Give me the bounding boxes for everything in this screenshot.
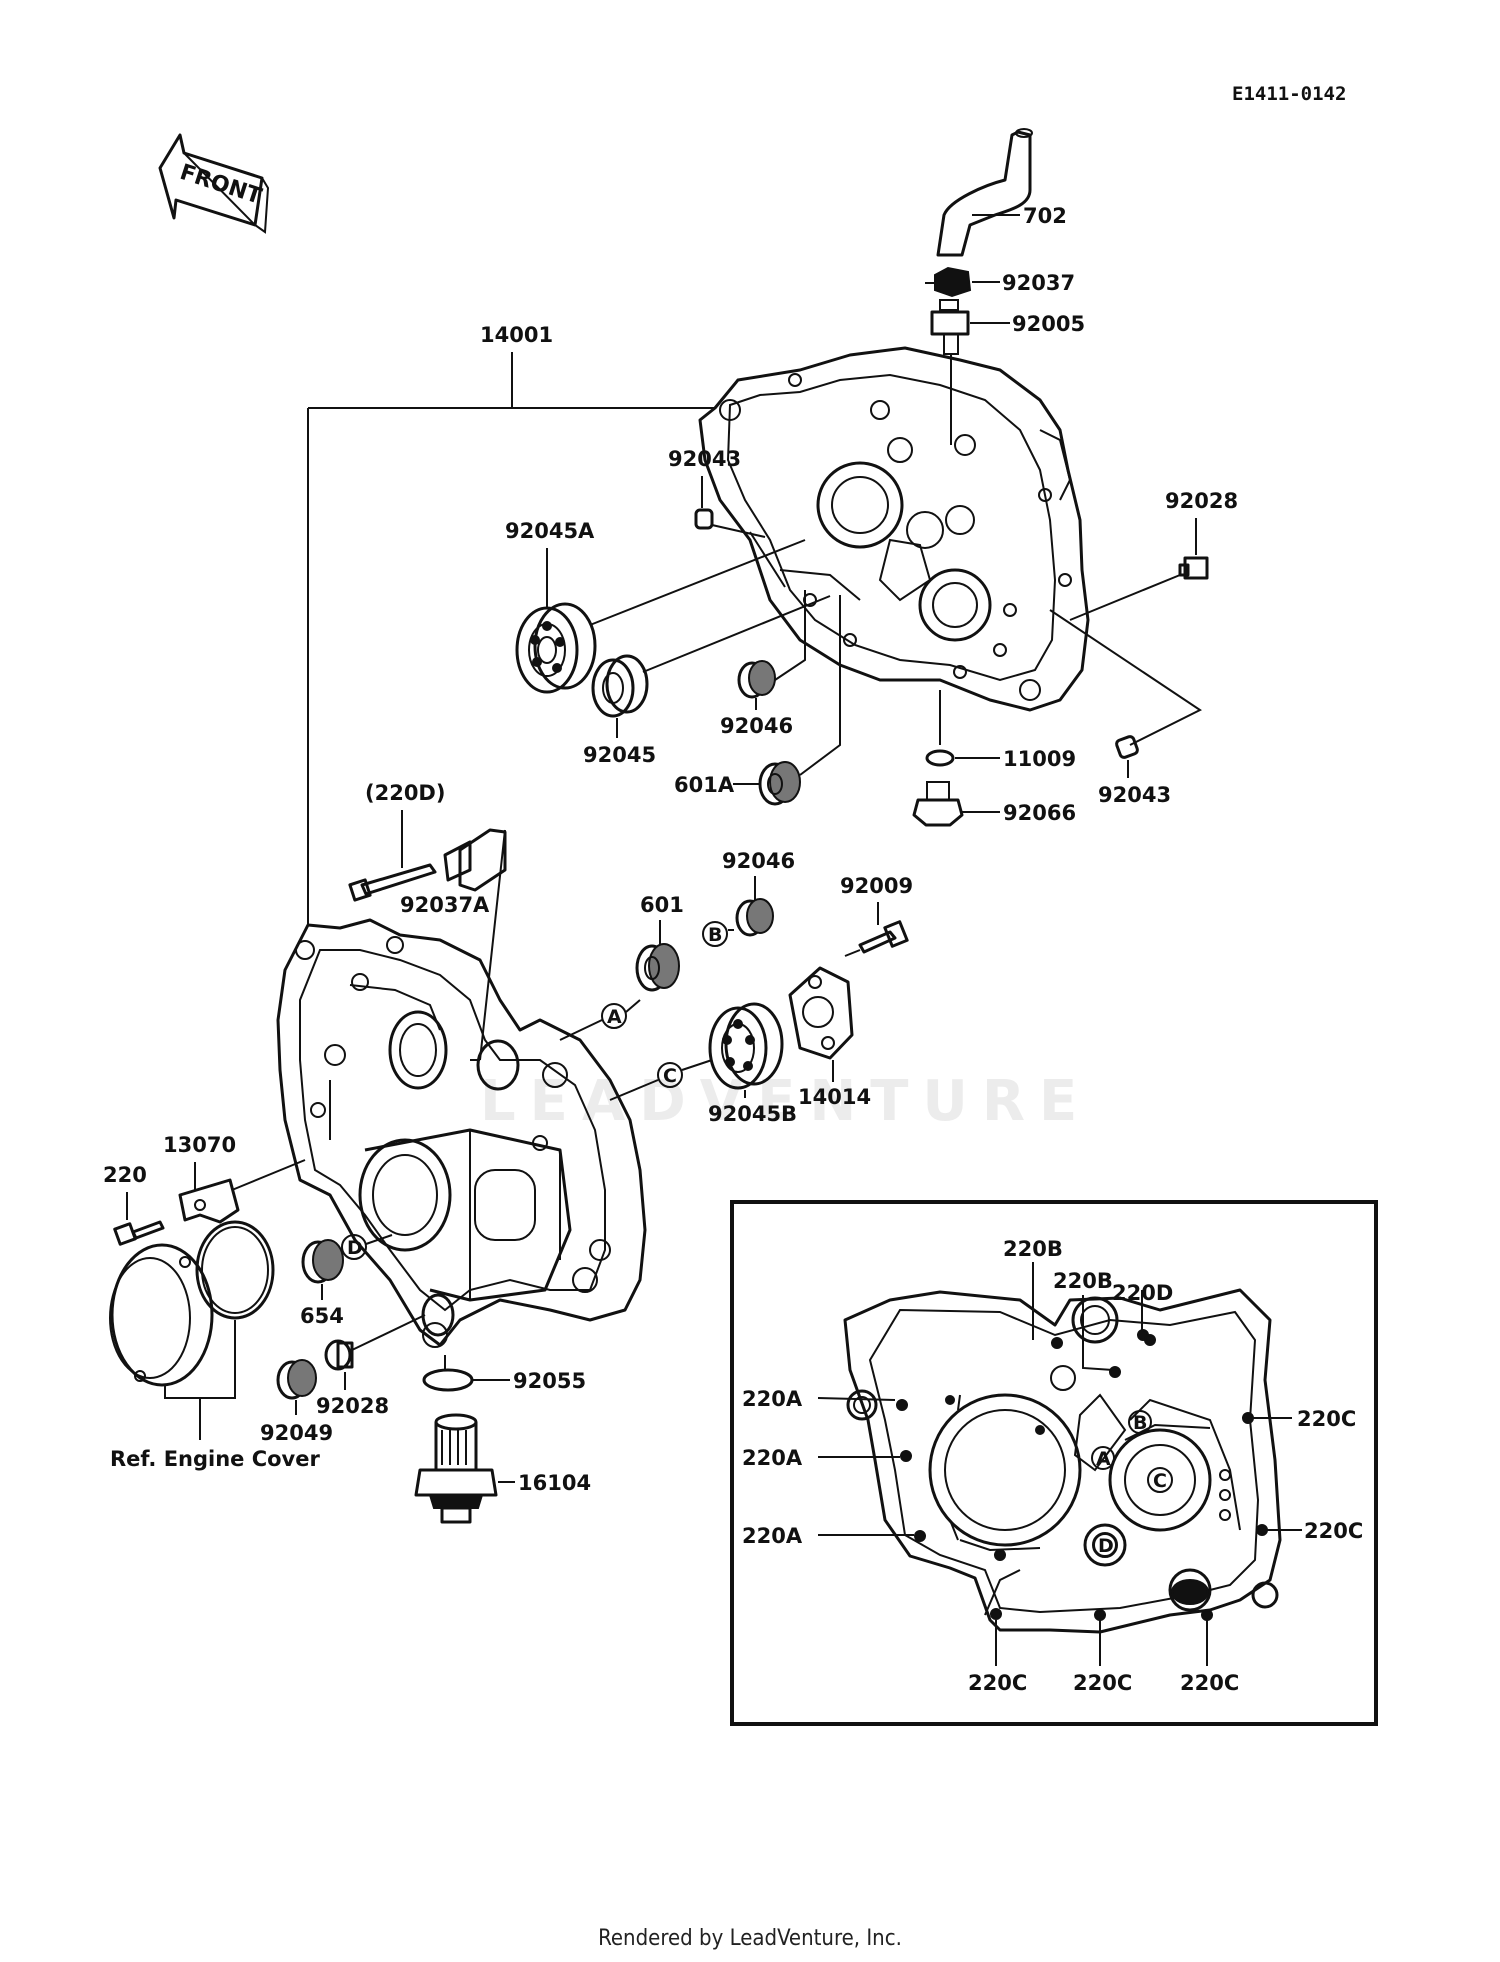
bolt-92009 (858, 920, 909, 954)
callout-92045: 92045 (583, 743, 656, 767)
front-arrow-icon: FRONT (158, 133, 270, 234)
callout-16104: 16104 (518, 1471, 591, 1495)
callout-92043-top: 92043 (668, 447, 741, 471)
inset-marker-D: D (1093, 1533, 1117, 1557)
callout-14001: 14001 (480, 323, 553, 347)
callout-92037A: 92037A (400, 893, 490, 917)
inset-label-220A-1: 220A (742, 1387, 803, 1411)
callout-92046-mid: 92046 (722, 849, 795, 873)
callout-601: 601 (640, 893, 684, 917)
engine-cover-reference (109, 1243, 214, 1387)
callout-92049: 92049 (260, 1421, 333, 1445)
svg-text:A: A (1096, 1448, 1111, 1470)
inset-label-220B-1: 220B (1003, 1237, 1063, 1261)
callout-702: 702 (1023, 204, 1067, 228)
inset-marker-B: B (1128, 1410, 1152, 1434)
svg-text:D: D (1098, 1535, 1114, 1557)
left-crankcase-half (276, 918, 647, 1348)
callout-92066: 92066 (1003, 801, 1076, 825)
inset-label-220C-4: 220C (1073, 1671, 1132, 1695)
bearing-92046-mid (735, 898, 774, 937)
bracket-13070 (178, 1178, 240, 1224)
inset-label-220C-3: 220C (968, 1671, 1027, 1695)
watermark-text: LEADVENTURE (480, 1069, 1091, 1134)
right-crankcase-half (698, 346, 1090, 712)
plate-14014 (788, 966, 854, 1060)
bearing-92045B (708, 1002, 784, 1090)
washer-11009 (925, 749, 955, 767)
marker-A-main: A (601, 1003, 627, 1029)
bearing-601A (758, 761, 801, 806)
front-arrow-label: FRONT (177, 160, 265, 210)
callout-92028-bottom: 92028 (316, 1394, 389, 1418)
callout-92046-top: 92046 (720, 714, 793, 738)
o-ring-92055 (422, 1368, 474, 1392)
inset-label-220A-3: 220A (742, 1524, 803, 1548)
inset-marker-A: A (1091, 1446, 1115, 1470)
gasket-o-ring (195, 1220, 275, 1320)
inset-label-220C-1: 220C (1297, 1407, 1356, 1431)
plug-92028-bottom (324, 1339, 354, 1371)
svg-text:C: C (663, 1065, 677, 1087)
marker-D-main: D (341, 1234, 367, 1260)
seal-92049 (276, 1359, 317, 1400)
inset-label-220B-2: 220B (1053, 1269, 1113, 1293)
callout-220D-paren: (220D) (365, 781, 445, 805)
callout-13070: 13070 (163, 1133, 236, 1157)
diagram-code: E1411-0142 (1232, 83, 1346, 105)
breather-hose-702 (936, 128, 1033, 257)
callout-654: 654 (300, 1304, 344, 1328)
inset-label-220C-5: 220C (1180, 1671, 1239, 1695)
callout-92043-right: 92043 (1098, 783, 1171, 807)
dowel-92043-top (694, 508, 714, 530)
inset-label-220A-2: 220A (742, 1446, 803, 1470)
bearing-92045 (591, 654, 649, 718)
svg-text:C: C (1153, 1470, 1167, 1492)
callout-220: 220 (103, 1163, 147, 1187)
bolt-location-inset: 220B 220B 220D 220A 220A 220A 220C 220C … (730, 1200, 1378, 1726)
callout-601A: 601A (674, 773, 735, 797)
dowel-92043-right (1115, 735, 1139, 759)
callout-92005: 92005 (1012, 312, 1085, 336)
svg-text:A: A (607, 1006, 622, 1028)
bearing-92046-top (737, 660, 776, 699)
bearing-601 (635, 943, 680, 992)
svg-text:B: B (1133, 1412, 1147, 1434)
clamp-92037 (925, 266, 1000, 298)
callout-14014: 14014 (798, 1085, 871, 1109)
callout-92009: 92009 (840, 874, 913, 898)
reference-engine-cover-label: Ref. Engine Cover (110, 1447, 320, 1471)
inset-marker-C: C (1147, 1467, 1173, 1493)
fitting-92005 (930, 299, 1010, 445)
callout-92037: 92037 (1002, 271, 1075, 295)
bearing-92045A (515, 602, 597, 694)
drain-bolt-92066 (912, 781, 964, 827)
plug-92028-top (1178, 556, 1209, 580)
clamp-92037A (443, 828, 507, 892)
seal-654 (301, 1239, 344, 1284)
svg-text:B: B (708, 924, 722, 946)
inset-label-220D: 220D (1112, 1281, 1173, 1305)
svg-text:D: D (347, 1237, 363, 1259)
marker-C-main: C (657, 1062, 683, 1088)
callout-92045A: 92045A (505, 519, 595, 543)
oil-seal-in-case (421, 1293, 455, 1337)
inset-label-220C-2: 220C (1304, 1519, 1363, 1543)
marker-B-main: B (702, 921, 728, 947)
callout-92045B: 92045B (708, 1102, 797, 1126)
oil-strainer-16104 (414, 1413, 498, 1524)
bolt-220 (113, 1220, 165, 1246)
bolt-220D (348, 863, 437, 902)
callout-11009: 11009 (1003, 747, 1076, 771)
callout-92055: 92055 (513, 1369, 586, 1393)
footer-credit: Rendered by LeadVenture, Inc. (598, 1926, 902, 1951)
callout-92028-top: 92028 (1165, 489, 1238, 513)
